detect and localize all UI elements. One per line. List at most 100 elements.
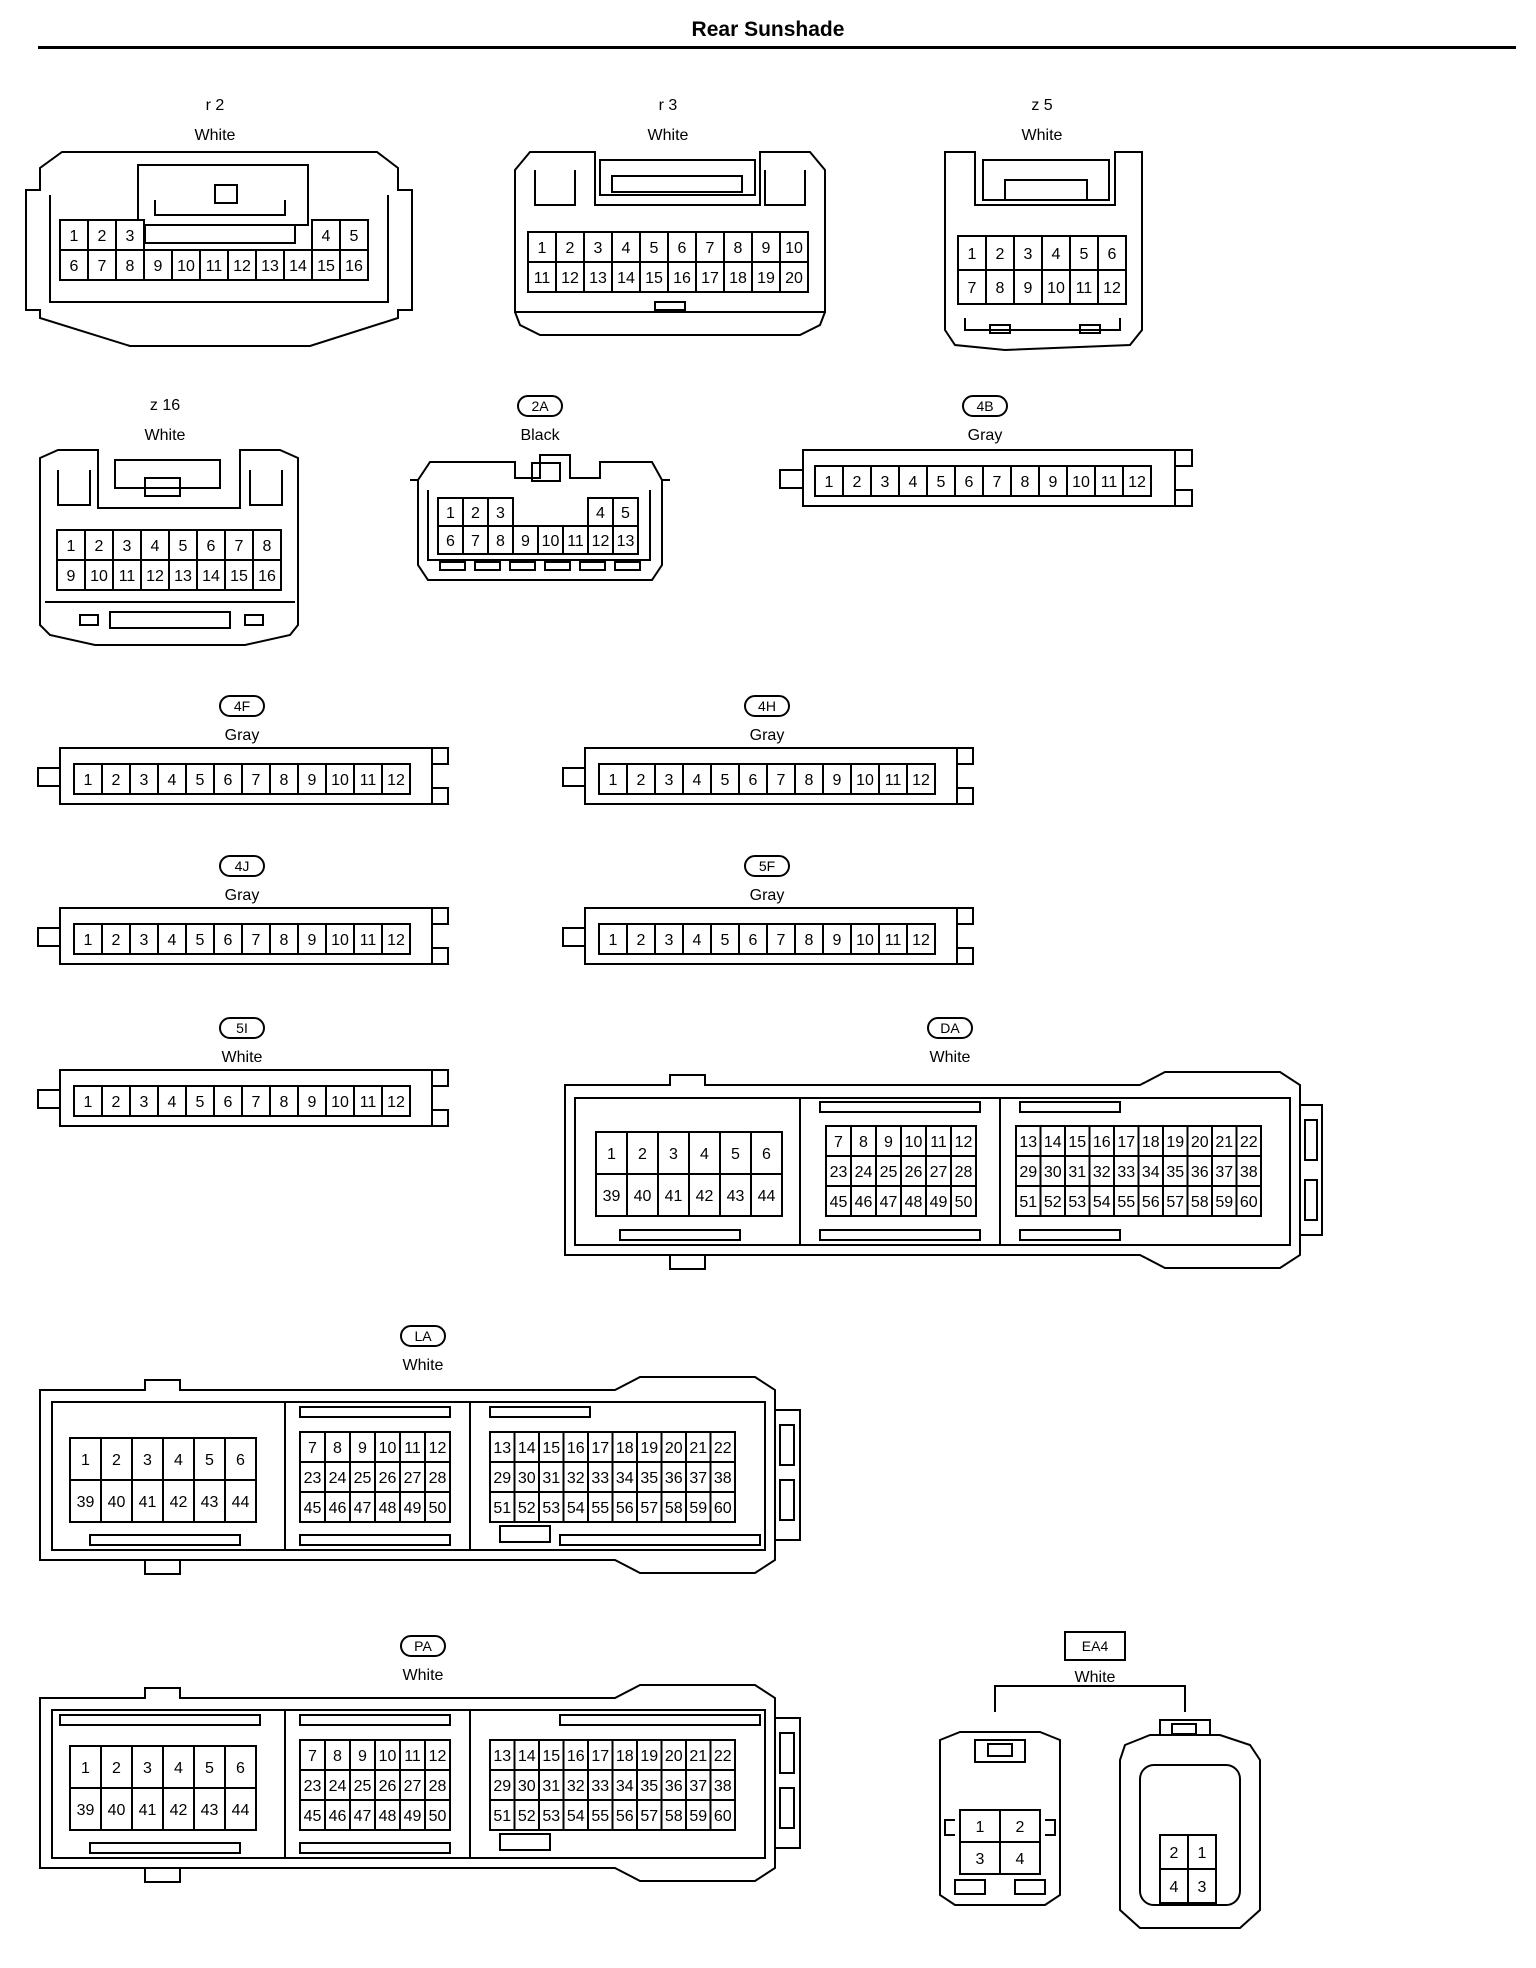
pin-number: 34 — [616, 1778, 634, 1795]
LA-pin-47: 47 — [349, 1491, 376, 1523]
LA-pin-1: 1 — [69, 1437, 102, 1481]
pin-number: 18 — [616, 1748, 634, 1765]
pin-number: 47 — [354, 1808, 372, 1825]
pin-number: 17 — [591, 1440, 609, 1457]
DA-pin-6: 6 — [750, 1131, 783, 1175]
2A-pin-4: 4 — [587, 497, 614, 527]
PA-pin-1: 1 — [69, 1745, 102, 1789]
4H-pin-8: 8 — [794, 763, 824, 795]
pin-number: 40 — [108, 1802, 126, 1819]
connector-tag-PA: PA — [400, 1635, 446, 1657]
pin-number: 11 — [885, 772, 902, 789]
LA-pin-10: 10 — [374, 1431, 401, 1463]
pin-number: 9 — [833, 772, 842, 789]
pin-number: 19 — [1166, 1134, 1184, 1151]
z16-pin-6: 6 — [196, 529, 226, 561]
LA-pin-19: 19 — [636, 1431, 663, 1463]
pin-number: 5 — [650, 240, 659, 257]
pin-number: 17 — [591, 1748, 609, 1765]
pin-number: 37 — [1215, 1164, 1233, 1181]
pin-number: 11 — [404, 1748, 421, 1765]
pin-number: 40 — [108, 1494, 126, 1511]
pin-number: 1 — [609, 932, 618, 949]
5F-pin-4: 4 — [682, 923, 712, 955]
pin-number: 3 — [126, 228, 135, 245]
pin-number: 17 — [701, 270, 719, 287]
housing-4F — [37, 747, 449, 805]
r2-pin-13: 13 — [255, 249, 285, 281]
PA-pin-19: 19 — [636, 1739, 663, 1771]
pin-number: 8 — [805, 772, 814, 789]
pin-number: 2 — [112, 932, 121, 949]
connector-tag-EA4: EA4 — [1064, 1631, 1126, 1661]
pin-number: 59 — [689, 1808, 707, 1825]
r3-pin-18: 18 — [723, 261, 753, 293]
r2-pin-15: 15 — [311, 249, 341, 281]
pin-number: 50 — [955, 1194, 973, 1211]
LA-pin-4: 4 — [162, 1437, 195, 1481]
pin-number: 39 — [603, 1188, 621, 1205]
pin-number: 11 — [404, 1440, 421, 1457]
LA-pin-17: 17 — [587, 1431, 614, 1463]
pin-number: 3 — [669, 1146, 678, 1163]
pin-number: 7 — [235, 538, 244, 555]
LA-pin-44: 44 — [224, 1479, 257, 1523]
r2-pin-11: 11 — [199, 249, 229, 281]
r2-pin-12: 12 — [227, 249, 257, 281]
pin-number: 53 — [542, 1808, 560, 1825]
pin-number: 53 — [1068, 1194, 1086, 1211]
LA-pin-51: 51 — [489, 1491, 516, 1523]
pin-number: 9 — [833, 932, 842, 949]
PA-pin-42: 42 — [162, 1787, 195, 1831]
2A-pin-11: 11 — [562, 525, 589, 555]
connector-code: 2A — [531, 398, 549, 414]
pin-number: 15 — [317, 258, 335, 275]
DA-pin-8: 8 — [850, 1125, 877, 1157]
pin-number: 7 — [308, 1748, 317, 1765]
connector-code: EA4 — [1082, 1638, 1109, 1654]
r3-pin-5: 5 — [639, 231, 669, 263]
pin-number: 12 — [561, 270, 579, 287]
5I-pin-3: 3 — [129, 1085, 159, 1117]
PA-pin-49: 49 — [399, 1799, 426, 1831]
4B-pin-6: 6 — [954, 465, 984, 497]
LA-pin-38: 38 — [709, 1461, 736, 1493]
LA-pin-23: 23 — [299, 1461, 326, 1493]
pin-number: 18 — [616, 1440, 634, 1457]
pin-number: 12 — [1103, 280, 1121, 297]
connector-code: 4J — [235, 858, 250, 874]
pin-number: 22 — [714, 1440, 732, 1457]
pin-number: 59 — [689, 1500, 707, 1517]
DA-pin-2: 2 — [626, 1131, 659, 1175]
pin-number: 8 — [280, 932, 289, 949]
pin-number: 27 — [404, 1470, 422, 1487]
pin-number: 4 — [322, 228, 331, 245]
pin-number: 6 — [224, 772, 233, 789]
pin-number: 12 — [233, 258, 251, 275]
pin-number: 13 — [589, 270, 607, 287]
pin-number: 49 — [404, 1500, 422, 1517]
connector-code: PA — [414, 1638, 432, 1654]
pin-number: 5 — [721, 932, 730, 949]
LA-pin-33: 33 — [587, 1461, 614, 1493]
pin-number: 41 — [139, 1494, 157, 1511]
pin-number: 1 — [607, 1146, 616, 1163]
pin-number: 7 — [834, 1134, 843, 1151]
PA-pin-35: 35 — [636, 1769, 663, 1801]
pin-number: 10 — [1047, 280, 1065, 297]
pin-number: 27 — [930, 1164, 948, 1181]
LA-pin-26: 26 — [374, 1461, 401, 1493]
pin-number: 32 — [567, 1470, 585, 1487]
pin-number: 2 — [112, 1760, 121, 1777]
pin-number: 35 — [640, 1470, 658, 1487]
pin-number: 11 — [1101, 474, 1118, 491]
pin-number: 10 — [905, 1134, 923, 1151]
r2-pin-3: 3 — [115, 219, 145, 251]
r2-pin-2: 2 — [87, 219, 117, 251]
DA-pin-11: 11 — [925, 1125, 952, 1157]
z5-pin-6: 6 — [1097, 235, 1127, 271]
pin-number: 9 — [67, 568, 76, 585]
connector-tag-4B: 4B — [962, 395, 1008, 417]
connector-code: DA — [940, 1020, 960, 1036]
